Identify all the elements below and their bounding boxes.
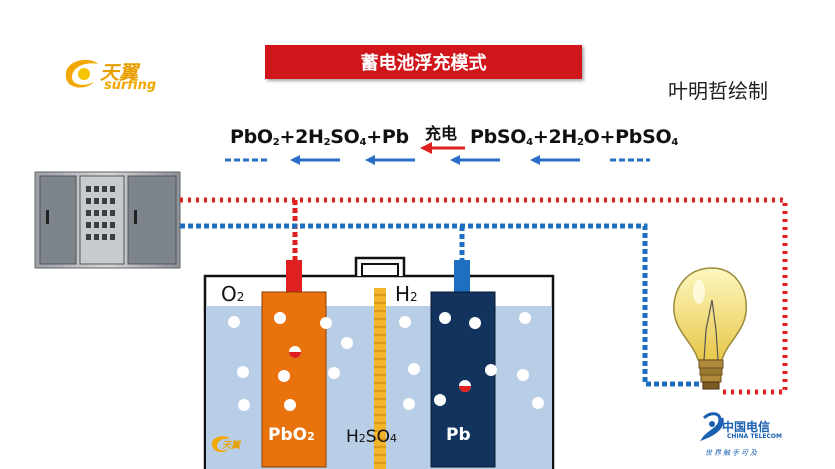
negative-terminal — [454, 260, 470, 292]
gas-bubbles — [228, 312, 544, 411]
reaction-equation: PbO2+2H2SO4+Pb — [230, 126, 409, 148]
hydrogen-label-text: H — [395, 282, 411, 306]
telecom-name-cn: 中国电信 — [722, 420, 771, 434]
author-credit: 叶明哲绘制 — [668, 79, 768, 103]
surfing-logo-icon — [65, 59, 98, 88]
telecom-slogan: 世界触手可及 — [705, 449, 759, 457]
brand-name-en: surfing — [104, 78, 157, 93]
positive-plate-label: PbO2 — [268, 425, 315, 445]
separator — [374, 288, 386, 469]
power-cabinet-icon — [34, 171, 181, 269]
reacting-bubbles — [289, 346, 471, 392]
oxygen-label: O2 — [221, 282, 244, 306]
page-title: 蓄电池浮充模式 — [360, 53, 487, 74]
negative-wire — [180, 223, 702, 387]
oxygen-label-sub: 2 — [236, 290, 245, 304]
equation-right-side: PbSO4+2H2O+PbSO4 — [470, 126, 678, 148]
negative-plate-label: Pb — [446, 425, 471, 445]
positive-wire — [180, 197, 788, 395]
electrolyte-label: H2SO4 — [346, 427, 397, 447]
brand-name-cn: 天翼 — [100, 62, 139, 84]
china-telecom-logo-icon — [700, 412, 724, 442]
positive-terminal — [286, 260, 302, 292]
title-banner: 蓄电池浮充模式 — [265, 45, 582, 79]
charge-arrow-icon — [420, 142, 465, 154]
negative-plate — [430, 291, 496, 468]
positive-plate — [261, 291, 327, 468]
small-surfing-logo-icon — [212, 436, 230, 453]
charge-label: 充电 — [425, 124, 458, 143]
current-direction-arrows — [225, 155, 650, 165]
equation-left-side: PbO2+2H2SO4+Pb — [230, 126, 409, 148]
hydrogen-label: H2 — [395, 282, 418, 306]
small-brand-name: 天翼 — [222, 441, 241, 451]
oxygen-label-text: O — [221, 282, 237, 306]
light-bulb-icon — [673, 267, 747, 390]
hydrogen-label-sub: 2 — [410, 290, 418, 304]
telecom-name-en: CHINA TELECOM — [727, 433, 782, 440]
